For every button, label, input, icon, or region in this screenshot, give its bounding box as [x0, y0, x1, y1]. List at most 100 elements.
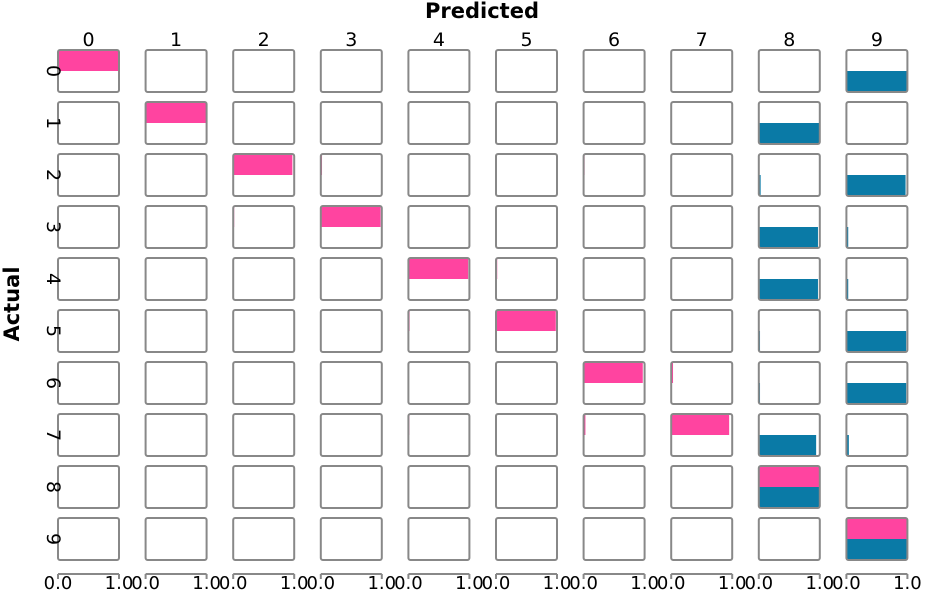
cell-6-4	[407, 361, 471, 405]
cell-frame	[232, 49, 296, 93]
row-label-0: 0	[42, 65, 64, 77]
cell-3-9	[845, 205, 909, 249]
cell-frame	[144, 257, 208, 301]
cell-frame	[57, 361, 120, 405]
bar-bottom	[758, 123, 820, 144]
cell-frame	[670, 517, 734, 561]
cell-frame	[407, 205, 471, 249]
x-tick-label: 0.0	[482, 573, 511, 591]
cell-6-7	[670, 361, 734, 405]
cell-8-9	[845, 465, 909, 509]
cell-0-9	[845, 49, 909, 93]
cell-frame	[495, 101, 558, 145]
cell-frame	[495, 413, 558, 457]
column-label-8: 8	[783, 29, 795, 51]
cell-9-7	[670, 517, 734, 561]
cell-5-4	[407, 309, 471, 353]
cell-1-5	[495, 101, 558, 145]
cell-1-3	[319, 101, 383, 145]
cell-frame	[144, 413, 208, 457]
cell-frame	[582, 309, 646, 353]
cell-0-1	[144, 49, 208, 93]
cell-7-1	[144, 413, 208, 457]
cell-frame	[757, 517, 821, 561]
cell-3-4	[407, 205, 471, 249]
bar-bottom	[846, 539, 908, 560]
bar-bottom	[846, 435, 849, 456]
row-label-2: 2	[42, 169, 64, 181]
column-label-1: 1	[170, 29, 182, 51]
cell-3-2	[232, 205, 296, 249]
cell-8-3	[319, 465, 383, 509]
cell-frame	[757, 413, 821, 457]
cell-frame	[57, 413, 120, 457]
cell-5-0	[57, 309, 120, 353]
cell-frame	[582, 49, 646, 93]
cell-5-2	[232, 309, 296, 353]
cell-6-9	[845, 361, 909, 405]
cell-0-2	[232, 49, 296, 93]
bar-top	[846, 518, 908, 539]
cell-frame	[407, 517, 471, 561]
cell-2-6	[582, 153, 646, 197]
cell-0-6	[582, 49, 646, 93]
cell-frame	[582, 101, 646, 145]
cell-frame	[232, 517, 296, 561]
cell-frame	[845, 257, 909, 301]
cell-3-7	[670, 205, 734, 249]
cell-frame	[232, 465, 296, 509]
cell-9-0	[57, 517, 120, 561]
cell-frame	[670, 49, 734, 93]
cell-frame	[582, 465, 646, 509]
cell-2-4	[407, 153, 471, 197]
cell-frame	[407, 153, 471, 197]
bar-top	[233, 154, 293, 175]
cell-8-5	[495, 465, 558, 509]
cell-frame	[845, 517, 909, 561]
cell-frame	[495, 49, 558, 93]
bar-top	[583, 362, 643, 383]
cell-5-9	[845, 309, 909, 353]
cell-7-4	[407, 413, 471, 457]
column-label-5: 5	[520, 29, 532, 51]
bar-top	[671, 414, 730, 435]
cell-5-3	[319, 309, 383, 353]
x-tick-label: 0.0	[744, 573, 773, 591]
cell-frame	[319, 413, 383, 457]
cell-frame	[144, 101, 208, 145]
cell-frame	[670, 257, 734, 301]
column-label-3: 3	[345, 29, 357, 51]
cell-frame	[670, 205, 734, 249]
cell-5-1	[144, 309, 208, 353]
cell-frame	[57, 101, 120, 145]
cell-frame	[319, 361, 383, 405]
cell-7-5	[495, 413, 558, 457]
cell-frame	[144, 49, 208, 93]
cell-8-6	[582, 465, 646, 509]
cell-8-8	[757, 465, 821, 509]
x-tick-label: 0.0	[657, 573, 686, 591]
cell-frame	[232, 309, 296, 353]
row-label-3: 3	[42, 221, 64, 233]
cell-3-5	[495, 205, 558, 249]
cell-frame	[845, 413, 909, 457]
cell-frame	[144, 361, 208, 405]
bar-bottom	[846, 71, 908, 92]
cell-9-5	[495, 517, 558, 561]
x-tick-label: 0.0	[219, 573, 248, 591]
cell-frame	[582, 153, 646, 197]
cell-frame	[845, 153, 909, 197]
cell-7-2	[232, 413, 296, 457]
cell-5-5	[495, 309, 558, 353]
bar-top	[408, 258, 469, 279]
cell-7-9	[845, 413, 909, 457]
column-label-4: 4	[433, 29, 445, 51]
bar-top	[320, 206, 381, 227]
cell-6-1	[144, 361, 208, 405]
cell-frame	[495, 205, 558, 249]
cell-frame	[232, 101, 296, 145]
